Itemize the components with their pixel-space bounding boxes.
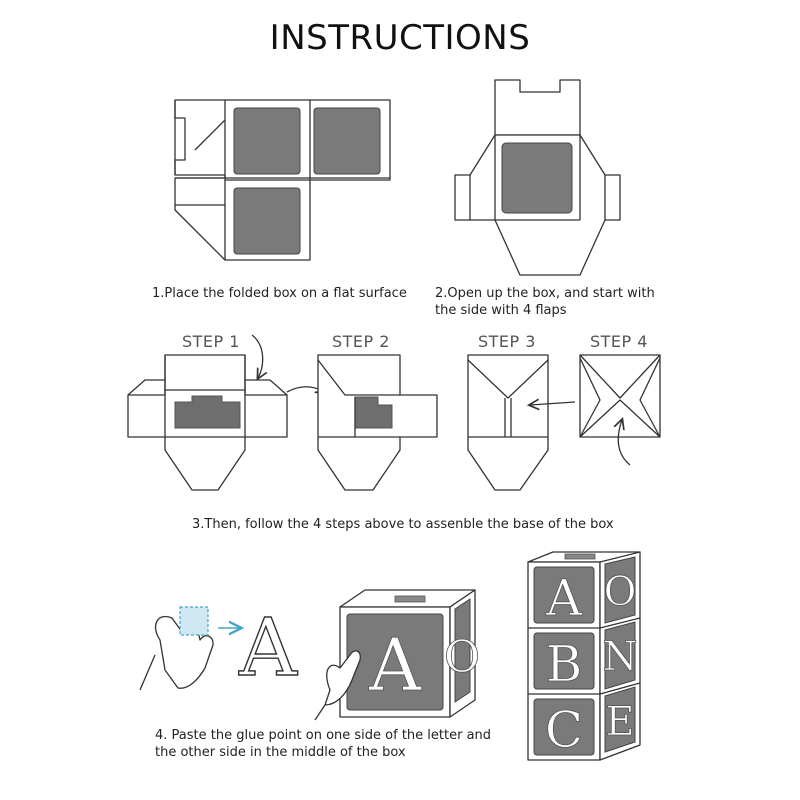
caption-step-2-line-1: 2.Open up the box, and start with	[435, 286, 655, 301]
step-3-figure	[467, 354, 549, 491]
stacked-cubes-figure: A B C O N E	[527, 551, 641, 761]
caption-step-2-line-2: the side with 4 flaps	[435, 303, 567, 318]
folded-box-figure	[174, 99, 391, 261]
stack-panel	[604, 686, 636, 753]
arrow-icon	[530, 402, 576, 405]
stack-front-letter: A	[545, 569, 583, 627]
stack-panel	[533, 632, 595, 690]
stack-front-letter: B	[546, 635, 583, 693]
caption-step-4-line-1: 4. Paste the glue point on one side of t…	[155, 728, 492, 743]
hand-icon	[324, 650, 361, 706]
step-2-label: STEP 2	[332, 332, 390, 351]
stack-panel	[533, 566, 595, 624]
box-panel	[233, 107, 301, 175]
caption-step-3: 3.Then, follow the 4 steps above to asse…	[192, 517, 614, 532]
box-panel	[313, 107, 381, 175]
page-title: INSTRUCTIONS	[269, 18, 531, 58]
step-1-figure	[127, 334, 288, 491]
stack-side-letter: O	[604, 569, 637, 615]
stack-front-letter: C	[545, 701, 583, 759]
step-1-label: STEP 1	[182, 332, 240, 351]
letter-a-standalone: A	[238, 601, 298, 694]
box-panel	[233, 187, 301, 255]
cube-front-letter: A	[368, 623, 422, 707]
box-panel	[501, 142, 573, 214]
step-4-label: STEP 4	[590, 332, 648, 351]
letter-cube-figure: A O	[314, 589, 480, 721]
stack-side-letter: N	[603, 634, 638, 680]
hand-icon	[139, 615, 214, 691]
glue-point-icon	[179, 606, 209, 636]
opened-box-figure	[454, 79, 621, 276]
stack-panel	[533, 698, 595, 756]
step-3-label: STEP 3	[478, 332, 536, 351]
stack-side-letter: E	[605, 699, 634, 745]
step-2-figure	[317, 354, 438, 491]
caption-step-4-line-2: the other side in the middle of the box	[155, 745, 406, 760]
caption-step-1: 1.Place the folded box on a flat surface	[152, 286, 407, 301]
stack-panel	[604, 621, 636, 690]
step-4-figure	[579, 354, 661, 466]
cube-side-letter: O	[444, 632, 480, 683]
stack-panel	[604, 556, 636, 624]
